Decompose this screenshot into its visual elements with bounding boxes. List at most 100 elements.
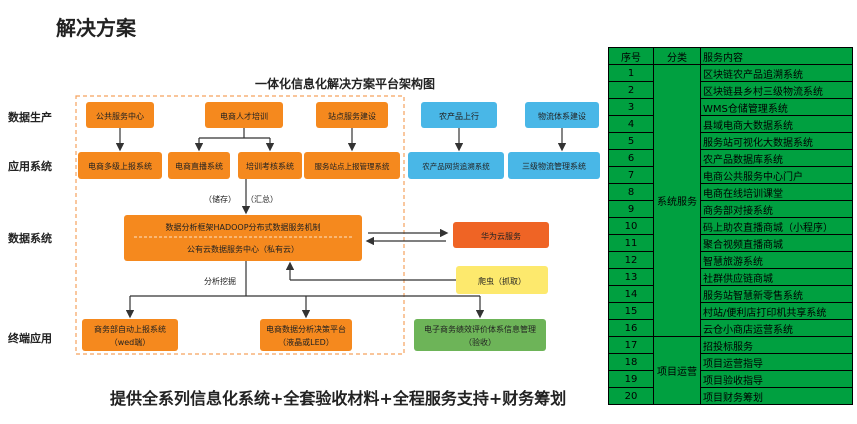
- box-logistics-mgmt-label: 三级物流管理系统: [522, 161, 586, 171]
- row-label-data: 数据系统: [8, 231, 52, 245]
- header-content: 服务内容: [700, 47, 853, 65]
- platform-frame: [75, 95, 405, 355]
- box-training-exam-label: 培训考核系统: [246, 161, 294, 171]
- table-row: 13 社群供应链商城: [608, 268, 853, 286]
- label-aggregate: （汇总）: [246, 194, 278, 204]
- row-index: 11: [608, 234, 654, 252]
- row-content: 区块链县乡村三级物流系统: [700, 81, 853, 99]
- table-row: 11 聚合视频直播商城: [608, 234, 853, 252]
- row-label-terminal: 终端应用: [8, 331, 52, 345]
- table-header-row: 序号 分类 服务内容: [608, 47, 853, 65]
- row-content: 服务站智慧新零售系统: [700, 285, 853, 303]
- row-index: 16: [608, 319, 654, 337]
- table-row: 2 区块链县乡村三级物流系统: [608, 81, 853, 99]
- row-index: 1: [608, 64, 654, 82]
- row-content: 电商公共服务中心门户: [700, 166, 853, 184]
- row-index: 13: [608, 268, 654, 286]
- data-center-line2: 公有云数据服务中心（私有云）: [187, 244, 299, 254]
- row-content: 招投标服务: [700, 336, 853, 354]
- box-crawler-label: 爬虫（抓取）: [478, 276, 526, 286]
- box-site-building: [316, 102, 388, 128]
- row-label-application: 应用系统: [8, 159, 52, 173]
- row-category: 系统服务: [653, 64, 701, 337]
- label-analysis: 分析挖掘: [204, 276, 236, 286]
- page-title: 解决方案: [56, 16, 136, 40]
- row-content: 聚合视频直播商城: [700, 234, 853, 252]
- table-row: 15 村站/便利店打印机共享系统: [608, 302, 853, 320]
- box-huawei-cloud-label: 华为云服务: [481, 231, 521, 241]
- row-index: 4: [608, 115, 654, 133]
- box-auto-report-line1: 商务部自动上报系统: [94, 324, 166, 334]
- row-content: 电商在线培训课堂: [700, 183, 853, 201]
- row-content: 智慧旅游系统: [700, 251, 853, 269]
- row-content: 村站/便利店打印机共享系统: [700, 302, 853, 320]
- box-public-service-label: 公共服务中心: [96, 111, 144, 121]
- row-index: 18: [608, 353, 654, 371]
- box-huawei-cloud: [453, 222, 549, 248]
- row-index: 3: [608, 98, 654, 116]
- box-performance-eval: [414, 319, 546, 351]
- row-index: 2: [608, 81, 654, 99]
- row-content: 商务部对接系统: [700, 200, 853, 218]
- box-site-building-label: 站点服务建设: [328, 111, 376, 121]
- row-index: 8: [608, 183, 654, 201]
- header-category: 分类: [653, 47, 701, 65]
- box-agri-trace-label: 农产品网货追溯系统: [422, 161, 490, 171]
- box-decision-platform-line2: （液晶或LED）: [278, 337, 334, 347]
- row-content: 云仓小商店运营系统: [700, 319, 853, 337]
- row-content: 项目运营指导: [700, 353, 853, 371]
- box-decision-platform-line1: 电商数据分析决策平台: [266, 324, 346, 334]
- box-agri-trace: [408, 152, 504, 179]
- row-content: 社群供应链商城: [700, 268, 853, 286]
- row-index: 19: [608, 370, 654, 388]
- row-content: 服务站可视化大数据系统: [700, 132, 853, 150]
- box-talent-training-label: 电商人才培训: [220, 111, 268, 121]
- row-index: 14: [608, 285, 654, 303]
- row-content: WMS仓储管理系统: [700, 98, 853, 116]
- table-row: 18 项目运营指导: [608, 353, 853, 371]
- table-row: 20 项目财务筹划: [608, 387, 853, 405]
- row-index: 17: [608, 336, 654, 354]
- row-index: 12: [608, 251, 654, 269]
- box-data-center: [124, 215, 362, 261]
- row-index: 10: [608, 217, 654, 235]
- table-row: 16 云仓小商店运营系统: [608, 319, 853, 337]
- row-content: 项目验收指导: [700, 370, 853, 388]
- row-index: 6: [608, 149, 654, 167]
- table-row: 14 服务站智慧新零售系统: [608, 285, 853, 303]
- box-talent-training: [205, 102, 283, 128]
- row-content: 农产品数据库系统: [700, 149, 853, 167]
- box-training-exam: [238, 152, 302, 179]
- box-site-report-mgmt: [304, 152, 400, 179]
- row-index: 20: [608, 387, 654, 405]
- row-label-production: 数据生产: [8, 110, 52, 124]
- box-auto-report-line2: （wed端）: [110, 337, 151, 347]
- diagram-title: 一体化信息化解决方案平台架构图: [255, 76, 435, 91]
- box-auto-report: [82, 319, 178, 351]
- table-row: 8 电商在线培训课堂: [608, 183, 853, 201]
- row-category: 项目运营: [653, 336, 701, 405]
- table-row: 12 智慧旅游系统: [608, 251, 853, 269]
- table-row: 3 WMS仓储管理系统: [608, 98, 853, 116]
- row-content: 项目财务筹划: [700, 387, 853, 405]
- row-content: 码上助农直播商城（小程序）: [700, 217, 853, 235]
- box-multi-report-label: 电商多级上报系统: [88, 161, 152, 171]
- box-public-service: [86, 102, 154, 128]
- box-agri-upstream-label: 农产品上行: [439, 111, 479, 121]
- box-live-stream: [168, 152, 230, 179]
- box-performance-eval-line2: （验收）: [464, 337, 496, 347]
- footer-slogan: 提供全系列信息化系统+全套验收材料+全程服务支持+财务筹划: [110, 389, 567, 408]
- table-row: 6 农产品数据库系统: [608, 149, 853, 167]
- row-index: 15: [608, 302, 654, 320]
- box-agri-upstream: [421, 102, 497, 128]
- data-center-line1: 数据分析框架HADOOP分布式数据服务机制: [165, 222, 320, 232]
- box-logistics-building-label: 物流体系建设: [538, 111, 586, 121]
